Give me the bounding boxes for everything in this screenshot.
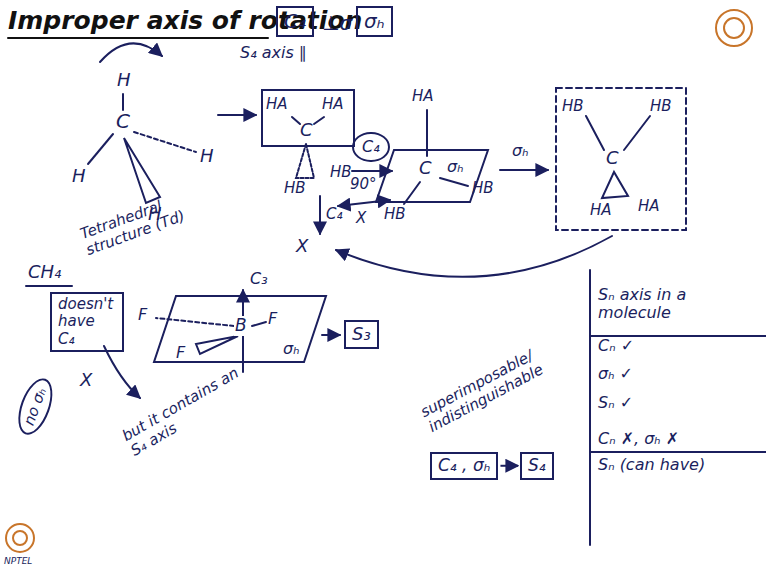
hand-label: H	[117, 70, 131, 91]
hand-label: HB	[650, 98, 672, 115]
summary-panel: Sₙ axis in a molecule Cₙ ✓ σₕ ✓ Sₙ ✓ Cₙ ✗, σ…	[598, 286, 762, 475]
hand-label: HB	[330, 164, 352, 181]
node-text: doesn't have C₄	[58, 296, 116, 348]
hand-label: C	[606, 148, 619, 169]
node-text: C₄ , σₕ	[438, 456, 490, 476]
hand-label: σₕ	[512, 142, 529, 160]
hand-label: HA	[322, 96, 344, 113]
hand-label: F	[268, 310, 277, 328]
hand-label: HB	[562, 98, 584, 115]
hand-label: NPTEL	[4, 556, 32, 566]
node-text: C₄	[284, 10, 306, 33]
hand-label: X	[296, 236, 308, 257]
node-text: Sₙ ✓	[598, 394, 762, 412]
hand-label: HB	[472, 180, 494, 197]
node-text: σₕ ✓	[598, 365, 762, 383]
node-text: Sₙ axis in a molecule	[598, 286, 762, 323]
hand-label: F	[138, 306, 147, 324]
boxed-term: C₄	[276, 6, 314, 37]
hand-label: ⊥σ	[322, 12, 352, 35]
hand-label: 90°	[350, 176, 377, 193]
hand-label: X	[80, 370, 92, 391]
boxed-term: σₕ	[356, 6, 393, 37]
hand-label: C	[116, 110, 130, 133]
hand-label: σₕ	[446, 158, 465, 176]
boxed-term: S₃	[344, 320, 379, 349]
node-text: C₄	[362, 138, 380, 156]
node-text: S₄	[528, 456, 546, 476]
hand-label: HB	[384, 206, 406, 223]
hand-label: σₕ	[282, 340, 301, 358]
hand-label: CH₄	[28, 262, 61, 283]
node-text: σₕ	[364, 10, 385, 33]
node-text: S₃	[352, 324, 371, 345]
hand-label: HA	[412, 88, 434, 105]
hand-label: HB	[284, 180, 306, 197]
hand-label: but it contains an S₄ axis	[119, 360, 257, 460]
node-text: no σₕ	[21, 385, 51, 428]
hand-label: X	[356, 210, 366, 227]
node-text: Cₙ ✗, σₕ ✗	[598, 430, 762, 448]
implies-arrow	[500, 465, 518, 467]
boxed-term: S₄	[520, 452, 554, 480]
hand-label: HA	[590, 202, 612, 219]
hand-label: HA	[266, 96, 288, 113]
hand-label: B	[234, 316, 248, 336]
hand-label: H	[200, 146, 214, 167]
hand-label: superimposable/ indistinguishable	[418, 336, 567, 437]
hand-label: HA	[638, 198, 660, 215]
hand-label: S₄ axis ∥	[240, 44, 307, 62]
node-text: Sₙ (can have)	[598, 456, 762, 474]
hand-label: C	[300, 120, 313, 141]
node-text: Cₙ ✓	[598, 337, 762, 355]
boxed-term: doesn't have C₄	[50, 292, 124, 352]
hand-label: C	[418, 158, 433, 179]
hand-label: C₃	[250, 270, 268, 288]
hand-label: C₄	[326, 206, 343, 223]
circled-note: C₄	[352, 132, 390, 162]
hand-label: F	[176, 344, 185, 362]
hand-label: H	[72, 166, 86, 187]
slide-title: Improper axis of rotation	[8, 6, 362, 35]
circled-note: no σₕ	[12, 374, 60, 439]
boxed-term: C₄ , σₕ	[430, 452, 498, 480]
